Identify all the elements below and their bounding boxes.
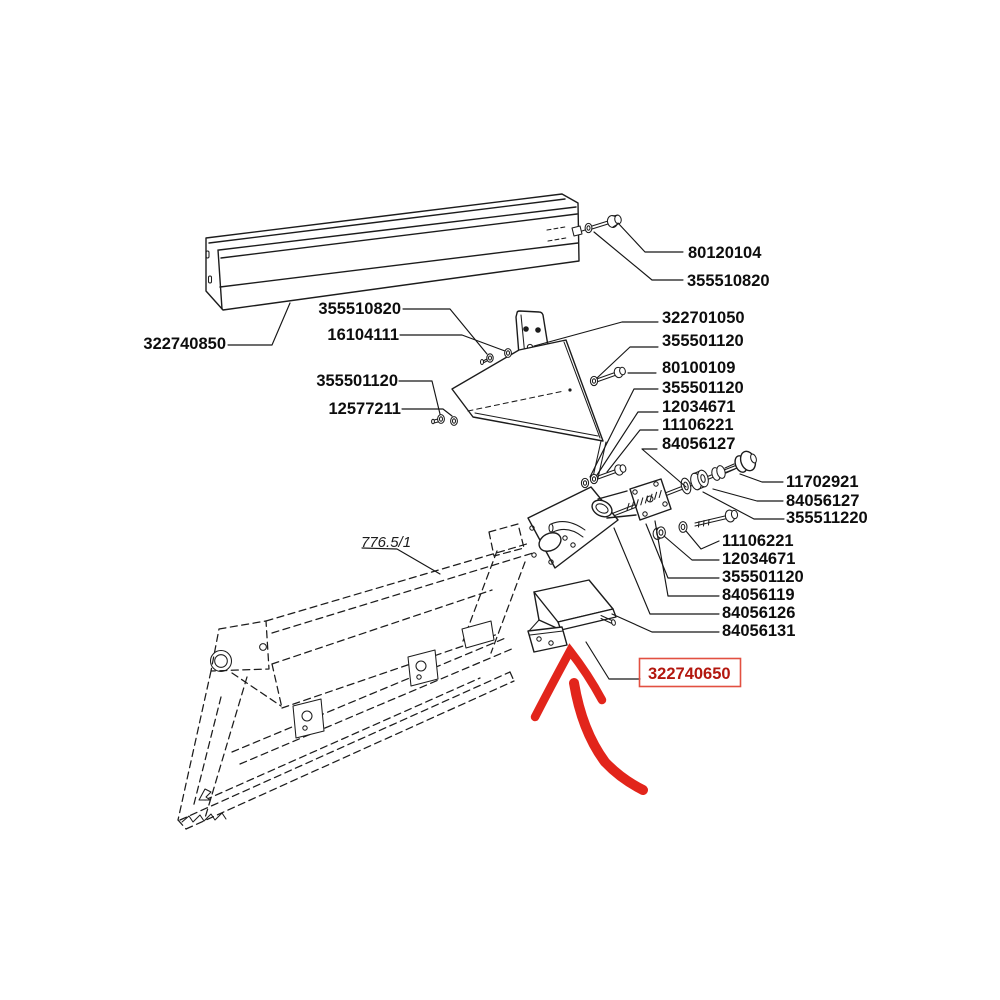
part-label-12577211: 12577211 xyxy=(328,400,401,418)
part-label-322740650-highlighted: 322740650 xyxy=(648,665,731,683)
leader-lines xyxy=(227,222,785,680)
part-label-355511220: 355511220 xyxy=(786,509,868,527)
gusset-bolt xyxy=(589,366,626,387)
channel-rail-part xyxy=(205,193,583,311)
part-label-355501120-b: 355501120 xyxy=(662,332,744,350)
part-label-80120104: 80120104 xyxy=(688,244,762,262)
part-label-355510820-b: 355510820 xyxy=(318,300,401,318)
tailgate-frame-dashed xyxy=(177,523,534,830)
part-label-322701050: 322701050 xyxy=(662,309,745,327)
part-label-80100109: 80100109 xyxy=(662,359,735,377)
part-label-84056126: 84056126 xyxy=(722,604,795,622)
highlight-arrow xyxy=(530,643,648,795)
latch-assembly xyxy=(527,450,757,569)
part-label-322740850: 322740850 xyxy=(143,335,226,353)
part-label-84056131: 84056131 xyxy=(722,622,795,640)
part-label-11702921: 11702921 xyxy=(786,473,859,491)
part-label-355501120-a: 355501120 xyxy=(316,372,398,390)
figure-reference-label: 776.5/1 xyxy=(361,534,411,551)
gusset-plate xyxy=(451,339,607,479)
part-label-355501120-d: 355501120 xyxy=(722,568,804,586)
part-label-84056127-b: 84056127 xyxy=(786,492,859,510)
part-label-11106221-b: 11106221 xyxy=(722,532,794,550)
part-label-84056119: 84056119 xyxy=(722,586,795,604)
part-label-12034671-b: 12034671 xyxy=(722,550,795,568)
part-label-355510820-a: 355510820 xyxy=(687,272,770,290)
part-label-16104111: 16104111 xyxy=(327,326,399,344)
strut-bolt xyxy=(580,464,627,489)
part-label-12034671-a: 12034671 xyxy=(662,398,735,416)
part-label-355501120-c: 355501120 xyxy=(662,379,744,397)
highlighted-part-box xyxy=(638,657,742,688)
part-label-11106221-a: 11106221 xyxy=(662,416,734,434)
part-label-84056127-a: 84056127 xyxy=(662,435,735,453)
bracket-fasteners xyxy=(431,348,512,426)
support-bracket-highlighted xyxy=(527,579,617,653)
rail-bolt-washer xyxy=(581,214,622,234)
